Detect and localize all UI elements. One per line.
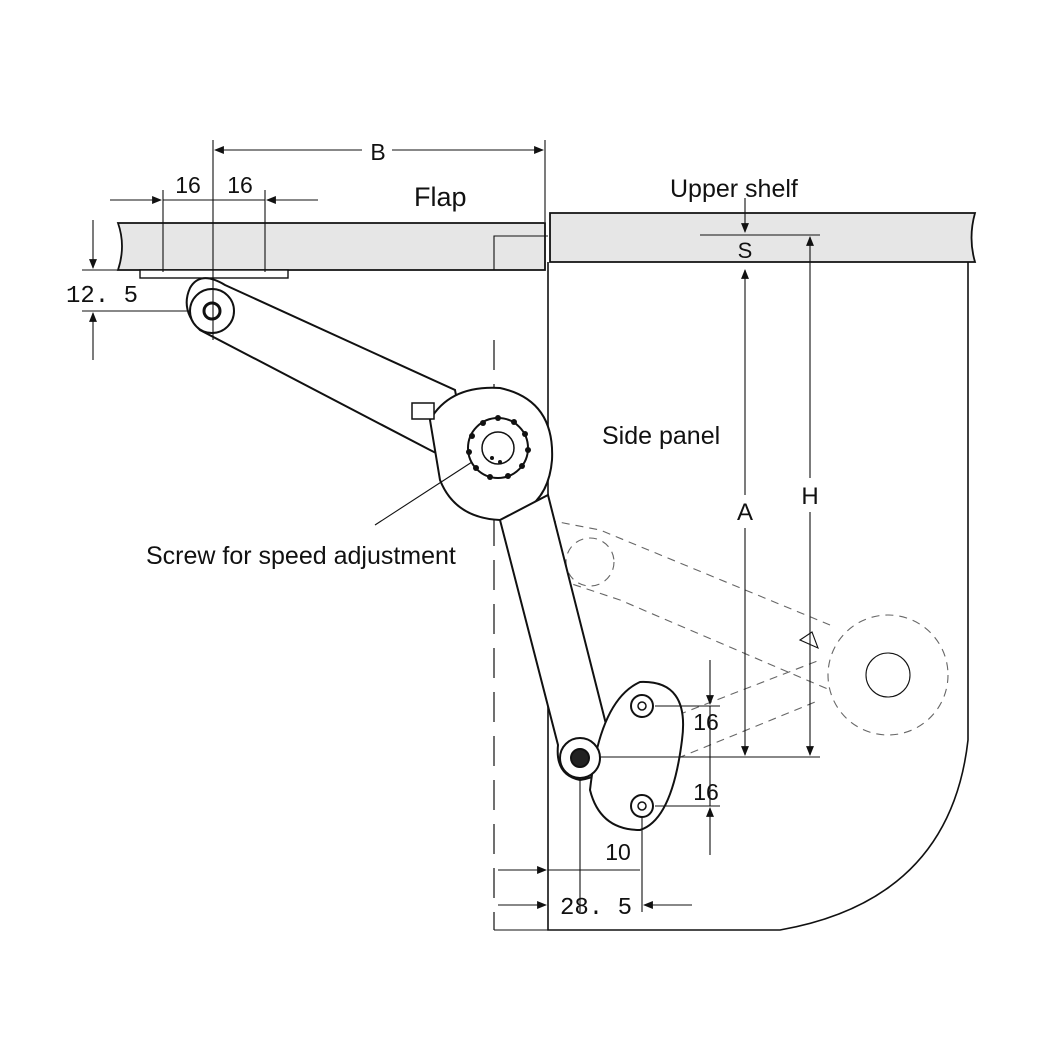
dim-10-label: 10 [605, 839, 631, 865]
screw-leader [374, 461, 473, 526]
adjust-tab [411, 402, 435, 420]
flap-mounting-plate [139, 269, 289, 279]
dim-h-label: H [801, 483, 818, 510]
dim-b-label: B [370, 139, 385, 165]
speed-wheel-teeth [466, 415, 531, 480]
flap-pivot-hole [202, 301, 222, 321]
lower-arm [498, 493, 612, 782]
side-panel-outline [547, 262, 969, 931]
dim-a-label: A [737, 499, 753, 526]
screw-label: Screw for speed adjustment [146, 542, 456, 570]
flap-label: Flap [414, 182, 467, 212]
side-panel-label: Side panel [602, 422, 720, 450]
dim-right-16: 16 [227, 172, 253, 198]
upper-shelf-label: Upper shelf [670, 175, 798, 203]
lower-pivot-hole [570, 748, 590, 768]
dim-bracket-16-top: 16 [693, 709, 719, 735]
dim-12-5-label: 12. 5 [66, 283, 138, 310]
dim-28-5-label: 28. 5 [560, 895, 632, 922]
speed-wheel-hub [481, 431, 515, 465]
upper-shelf-board [549, 212, 977, 263]
side-bracket-plate [588, 680, 685, 832]
flap-board [116, 222, 546, 271]
dim-s-label: S [738, 238, 753, 263]
flap-guide-dashed [493, 235, 548, 270]
dim-bracket-16-bottom: 16 [693, 779, 719, 805]
dim-left-16: 16 [175, 172, 201, 198]
